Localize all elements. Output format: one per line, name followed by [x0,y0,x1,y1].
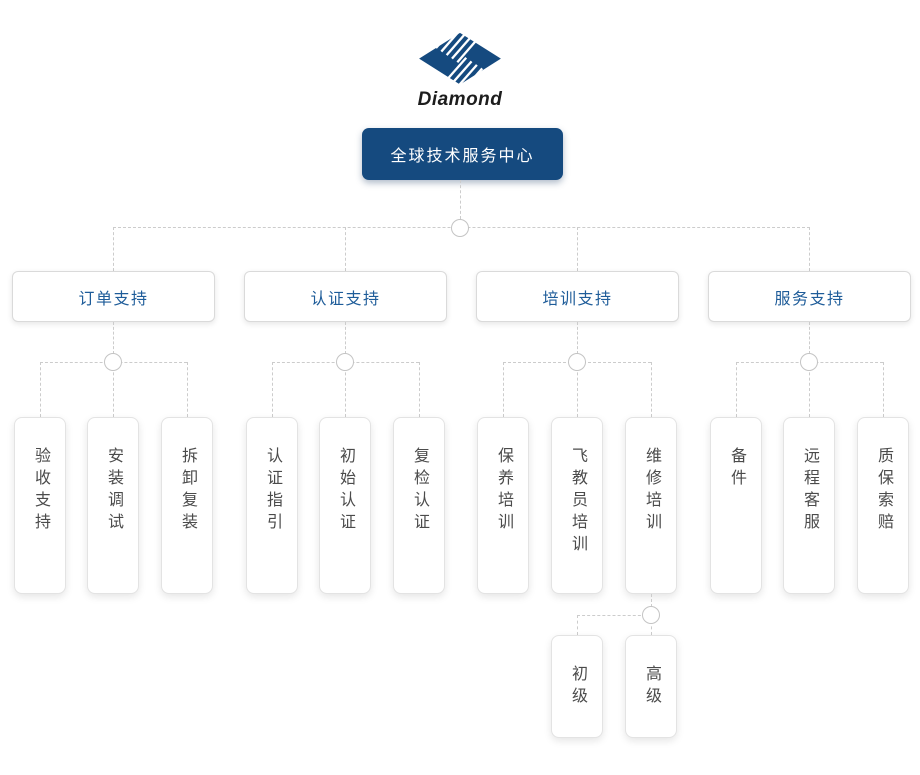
node-branch-training-support[interactable]: 培训支持 [476,271,679,322]
node-leaf-acceptance-support[interactable]: 验收支持 [14,417,66,594]
connector-drop-leaf [113,362,114,417]
connector-branch3-stem [577,322,578,354]
branch-label: 培训支持 [542,290,613,308]
connector-drop-leaf [809,362,810,417]
connector-drop-branch1 [113,227,114,271]
connector-drop-leaf [577,362,578,417]
diamond-logo-icon [419,26,501,88]
connector-drop-branch3 [577,227,578,271]
connector-drop-leaf [651,362,652,417]
connector-drop-leaf [40,362,41,417]
node-leaf-disassembly-reassembly[interactable]: 拆卸复装 [161,417,213,594]
node-root-label: 全球技术服务中心 [390,148,535,165]
connector-drop-branch4 [809,227,810,271]
node-leaf-certification-guide[interactable]: 认证指引 [246,417,298,594]
node-branch-service-support[interactable]: 服务支持 [708,271,911,322]
node-branch-certification-support[interactable]: 认证支持 [244,271,447,322]
node-leaf-maintenance-training[interactable]: 保养培训 [477,417,529,594]
logo: Diamond [0,24,920,111]
subleaf-label: 高级 [643,665,660,709]
leaf-label: 远程客服 [801,447,818,535]
leaf-label: 拆卸复装 [179,447,196,535]
leaf-label: 初始认证 [337,447,354,535]
leaf-label: 安装调试 [105,447,122,535]
collapse-toggle-branch1[interactable] [104,353,122,371]
connector-drop-leaf [419,362,420,417]
collapse-toggle-root[interactable] [451,219,469,237]
connector-drop-leaf [272,362,273,417]
node-leaf-repair-training[interactable]: 维修培训 [625,417,677,594]
branch-label: 服务支持 [774,290,845,308]
node-leaf-initial-certification[interactable]: 初始认证 [319,417,371,594]
node-leaf-flight-instructor-training[interactable]: 飞教员培训 [551,417,603,594]
collapse-toggle-branch2[interactable] [336,353,354,371]
connector-drop-leaf [736,362,737,417]
connector-drop-leaf [503,362,504,417]
subleaf-label: 初级 [569,665,586,709]
node-branch-order-support[interactable]: 订单支持 [12,271,215,322]
leaf-label: 验收支持 [32,447,49,535]
collapse-toggle-branch4[interactable] [800,353,818,371]
node-leaf-remote-service[interactable]: 远程客服 [783,417,835,594]
leaf-label: 质保索赔 [875,447,892,535]
branch-label: 订单支持 [78,290,149,308]
connector-repair-training-rail [577,615,651,616]
connector-drop-leaf [187,362,188,417]
node-subleaf-beginner-level[interactable]: 初级 [551,635,603,738]
connector-branch4-stem [809,322,810,354]
connector-drop-branch2 [345,227,346,271]
leaf-label: 维修培训 [643,447,660,535]
node-subleaf-advanced-level[interactable]: 高级 [625,635,677,738]
connector-drop-subleaf [651,615,652,635]
branch-label: 认证支持 [310,290,381,308]
leaf-label: 保养培训 [495,447,512,535]
leaf-label: 飞教员培训 [569,447,586,557]
connector-branch2-stem [345,322,346,354]
connector-repair-training-stem [651,594,652,607]
brand-wordmark: Diamond [417,89,503,110]
connector-drop-leaf [883,362,884,417]
connector-branch1-stem [113,322,114,354]
connector-drop-subleaf [577,615,578,635]
connector-drop-leaf [345,362,346,417]
node-leaf-installation-debugging[interactable]: 安装调试 [87,417,139,594]
leaf-label: 认证指引 [264,447,281,535]
leaf-label: 复检认证 [411,447,428,535]
collapse-toggle-branch3[interactable] [568,353,586,371]
node-leaf-spare-parts[interactable]: 备件 [710,417,762,594]
leaf-label: 备件 [728,447,745,491]
collapse-toggle-repair-training[interactable] [642,606,660,624]
node-leaf-recheck-certification[interactable]: 复检认证 [393,417,445,594]
node-root[interactable]: 全球技术服务中心 [362,128,563,180]
node-leaf-warranty-claims[interactable]: 质保索赔 [857,417,909,594]
connector-root-stem [460,180,461,219]
